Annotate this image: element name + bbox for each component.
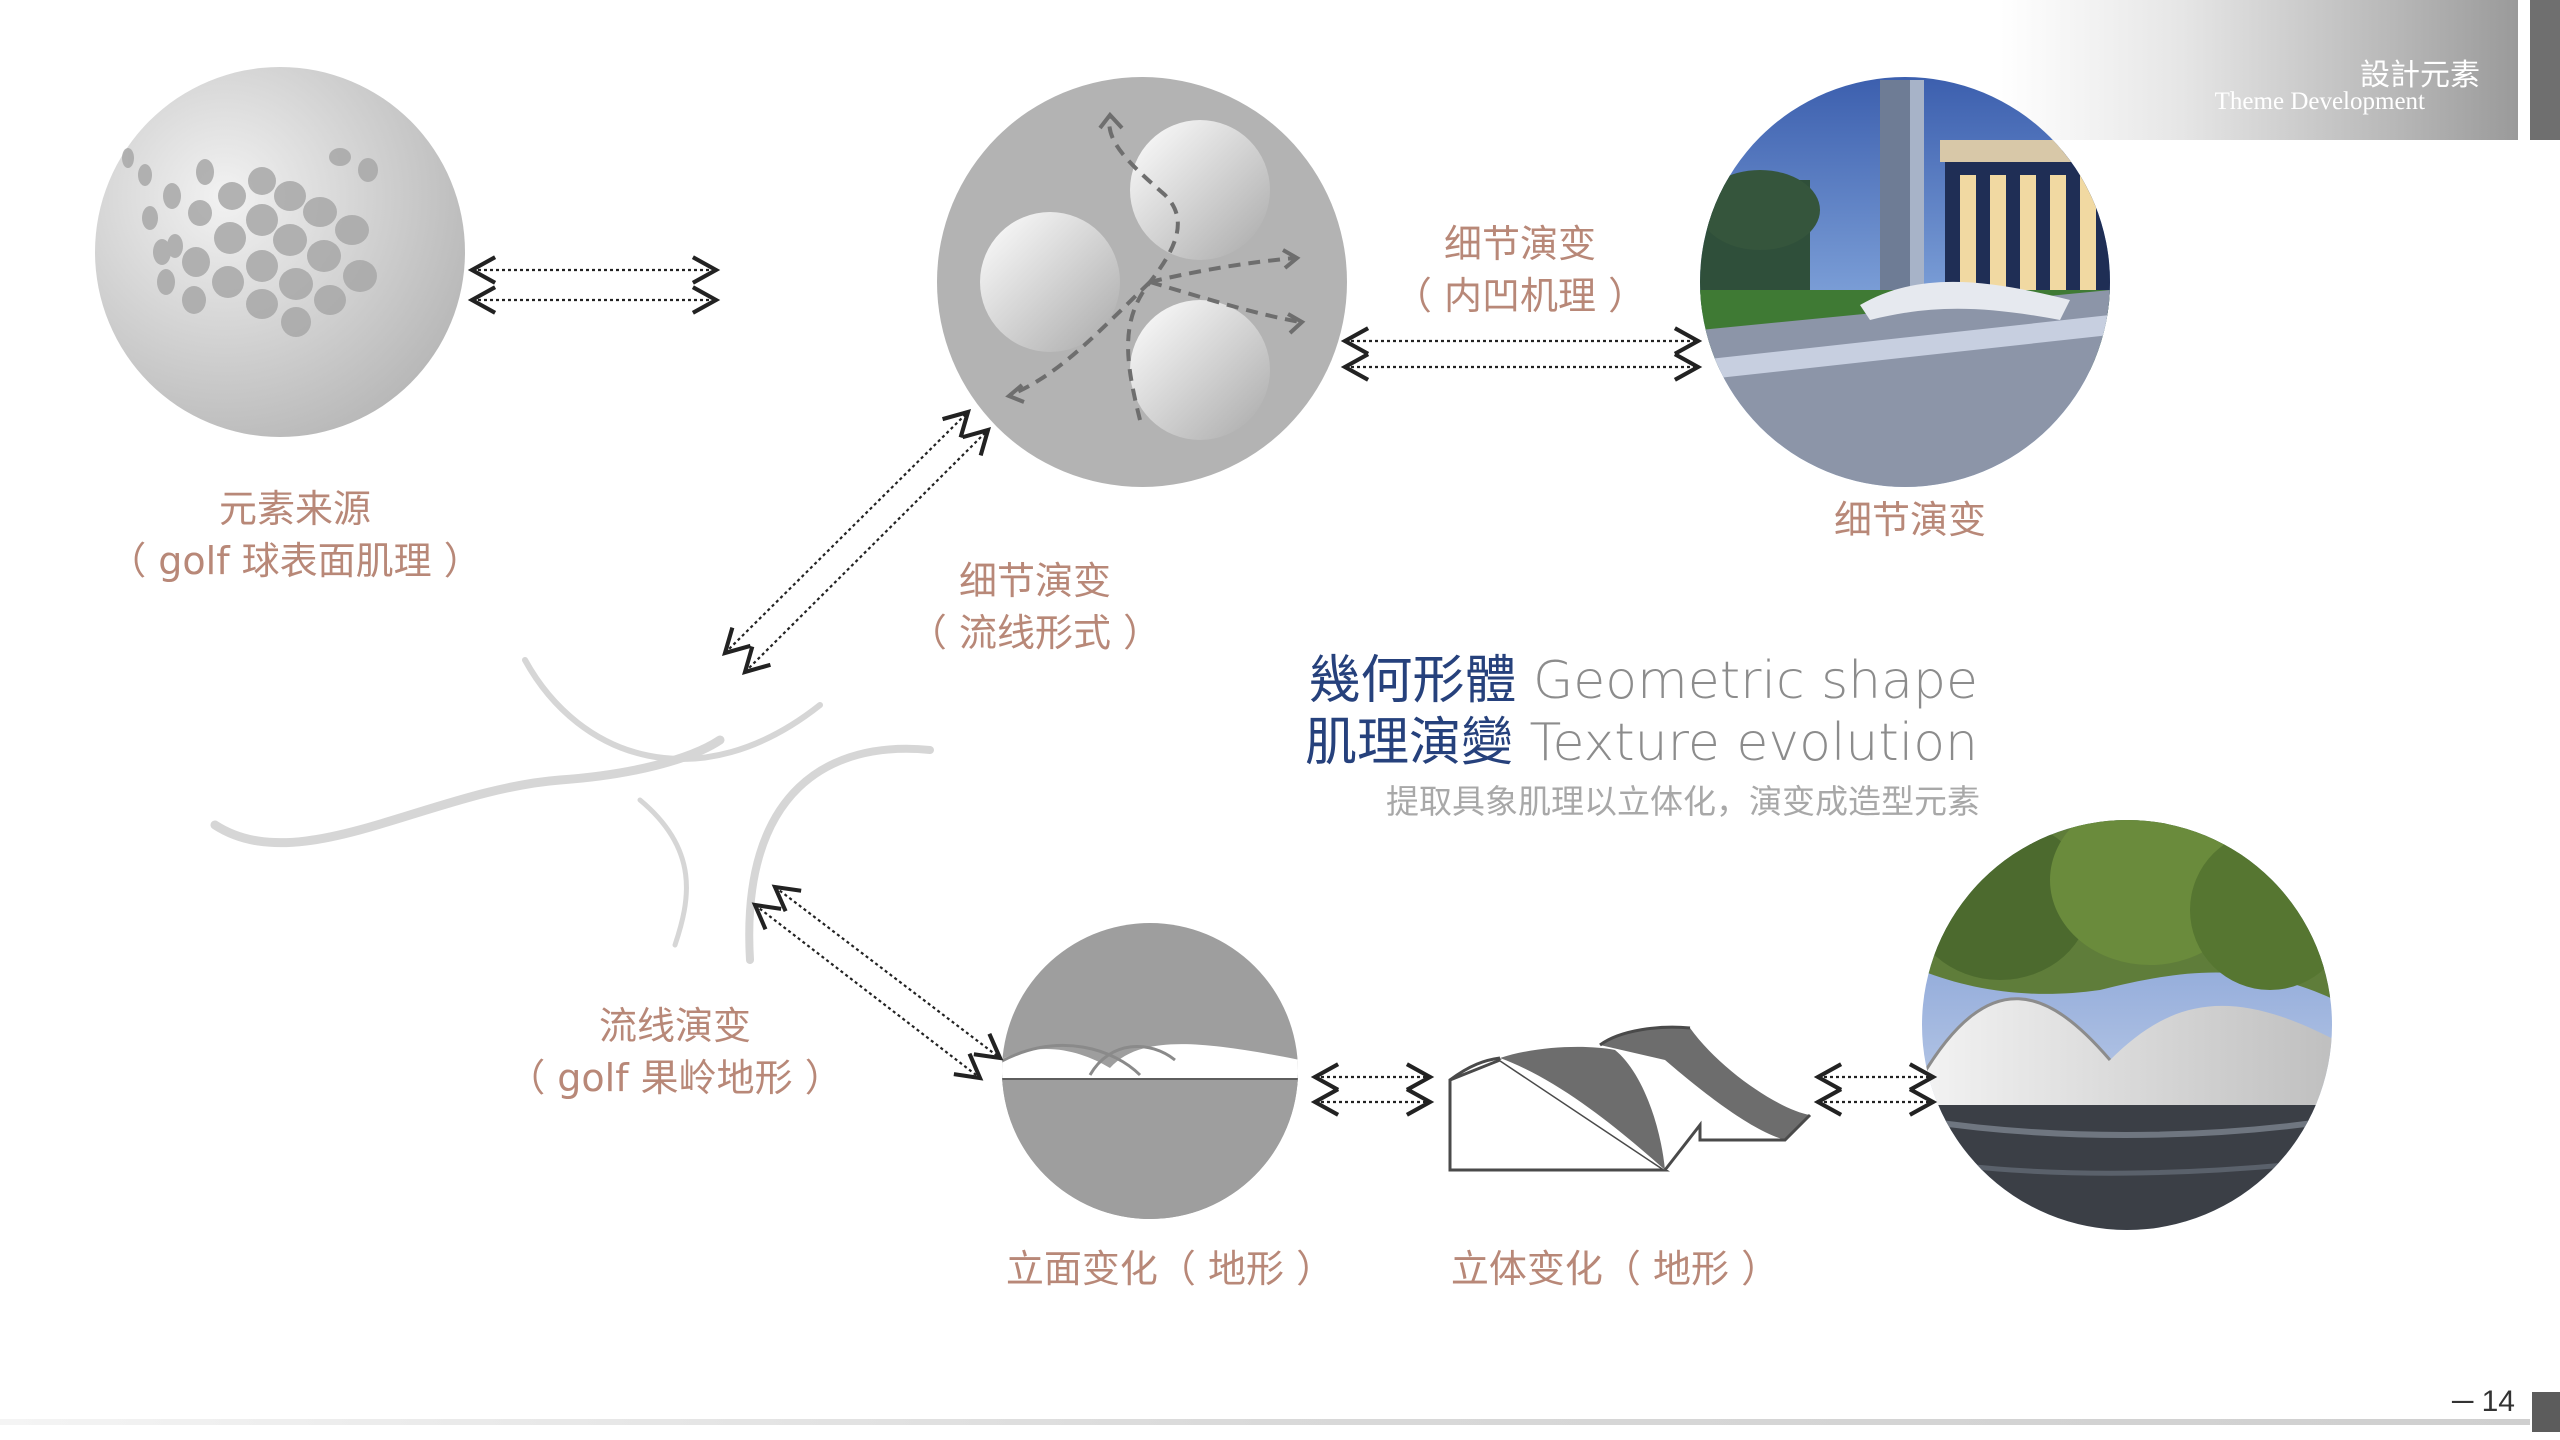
caption-detail-streamline-line2: （ 流线形式 ）: [908, 611, 1162, 655]
terrain-3d-icon: [1448, 1025, 1812, 1172]
caption-detail-photo: 细节演变: [1833, 498, 1986, 542]
title-subtitle: 提取具象肌理以立体化，演变成造型元素: [1386, 782, 1980, 821]
header-accent-bar: [2530, 0, 2560, 140]
caption-source-line2: （ golf 球表面肌理 ）: [108, 539, 482, 583]
double-arrow-icon: [467, 255, 1938, 1117]
title-line-1: 幾何形體 Geometric shape: [1308, 650, 1978, 712]
caption-source-line1: 元素来源: [218, 487, 371, 531]
landscape-photo: [1922, 820, 2332, 1230]
caption-detail-concave-line2: （ 内凹机理 ）: [1393, 274, 1647, 318]
caption-solid: 立体变化（ 地形 ）: [1450, 1247, 1780, 1291]
header-band: [2000, 0, 2518, 140]
header-title-en: Theme Development: [2214, 88, 2425, 115]
caption-streamline-line2: （ golf 果岭地形 ）: [507, 1056, 843, 1100]
header-title-zh: 設計元素: [2360, 58, 2480, 93]
caption-detail-streamline-line1: 细节演变: [958, 559, 1111, 603]
title-line-2-en: Texture evolution: [1512, 713, 1979, 773]
terrain-elevation-icon: [1002, 923, 1298, 1219]
title-line-2-zh: 肌理演變: [1304, 713, 1513, 773]
caption-streamline-line1: 流线演变: [598, 1004, 751, 1048]
footer-line: [0, 1419, 2530, 1425]
caption-detail-streamline: 细节演变 （ 流线形式 ）: [880, 555, 1190, 659]
caption-detail-concave-line1: 细节演变: [1443, 222, 1596, 266]
concave-circles-icon: [937, 77, 1347, 487]
streamline-curves-icon: [210, 657, 934, 964]
architecture-photo: [1700, 77, 2110, 487]
caption-elevation: 立面变化（ 地形 ）: [1005, 1247, 1335, 1291]
title-line-1-zh: 幾何形體: [1308, 651, 1517, 711]
caption-source: 元素来源 （ golf 球表面肌理 ）: [80, 483, 510, 587]
page-accent-bar: [2532, 1392, 2560, 1432]
caption-detail-concave: 细节演变 （ 内凹机理 ）: [1360, 218, 1680, 322]
caption-streamline: 流线演变 （ golf 果岭地形 ）: [490, 1000, 860, 1104]
page-number: ─ 14: [2452, 1385, 2515, 1418]
golf-ball-texture-icon: [95, 67, 465, 437]
title-line-2: 肌理演變 Texture evolution: [1305, 712, 1978, 774]
title-line-1-en: Geometric shape: [1516, 651, 1978, 711]
